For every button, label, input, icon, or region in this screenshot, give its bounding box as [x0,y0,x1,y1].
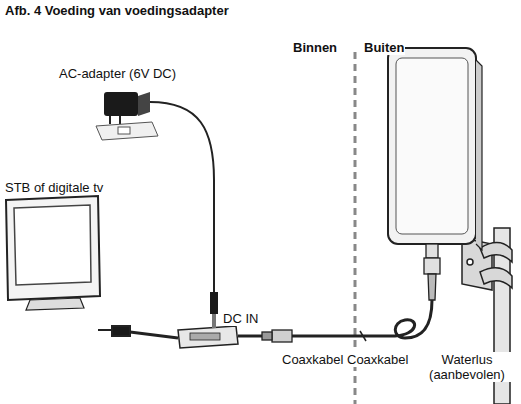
cable-label: Coaxkabel [346,352,409,367]
dc-cable [150,102,214,292]
coax-cable [130,332,178,338]
dc-plug [210,292,218,328]
part-label: AC-adapter (6V DC) [58,66,177,81]
figure-title: Afb. 4 Voeding van voedingsadapter [4,3,230,18]
coax-cable [238,335,262,338]
tv-plug [98,326,130,336]
part-label: STB of digitale tv [4,180,104,195]
power-inserter [178,326,238,348]
wall-socket [96,122,158,140]
port-label: DC IN [222,311,259,326]
ac-adapter [104,92,150,124]
note-label: Waterlus (aanbevolen) [418,352,516,382]
coax-cable [292,300,432,338]
antenna-panel [388,48,482,250]
f-connector [424,244,440,300]
cable-label: Coaxkabel [281,352,344,367]
region-label: Binnen [292,40,338,55]
mount-bracket [462,238,512,290]
coax-plug [262,330,292,342]
region-label: Buiten [363,40,405,55]
tv-set [6,196,100,310]
cable-break-mark [360,331,366,341]
